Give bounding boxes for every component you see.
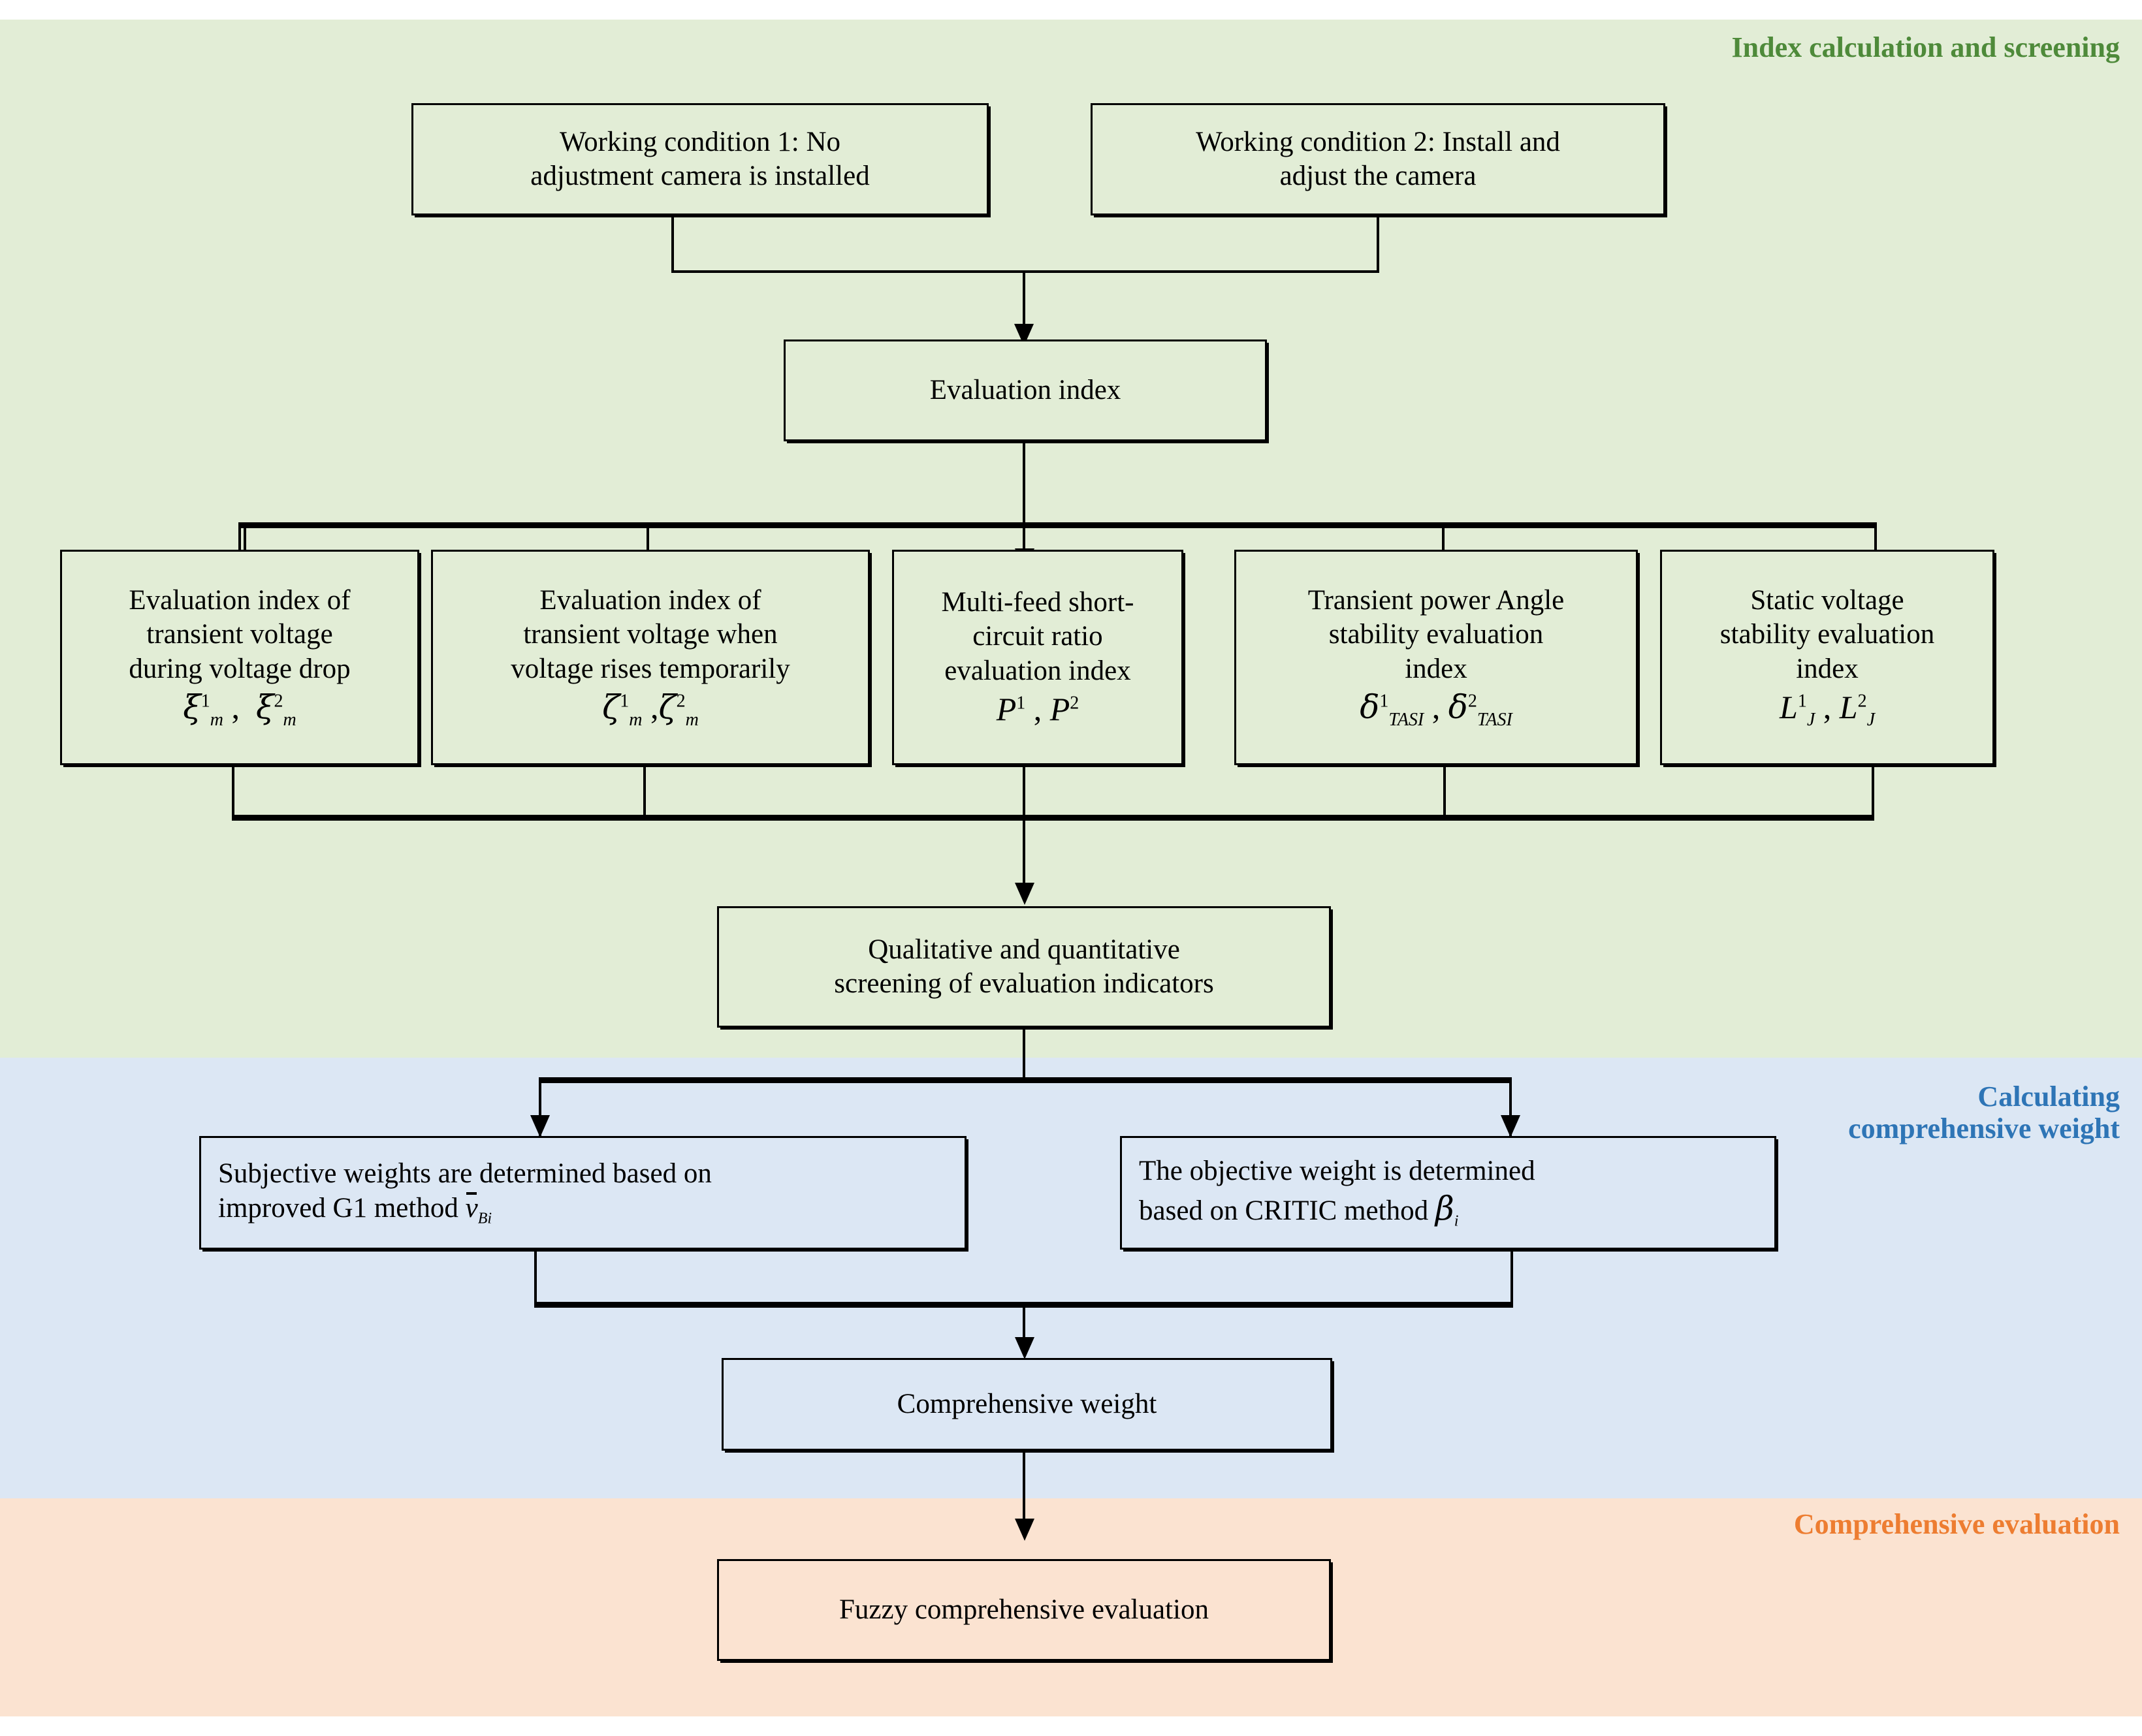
arrow-to-subjective-weight <box>530 1115 550 1137</box>
idx-scr-line3: evaluation index <box>944 655 1131 686</box>
node-working-condition-1[interactable]: Working condition 1: No adjustment camer… <box>411 103 989 215</box>
merge-bus <box>232 815 1874 821</box>
node-index-power-angle-stability[interactable]: Transient power Angle stability evaluati… <box>1234 550 1638 765</box>
weight-split-right <box>1509 1077 1512 1137</box>
node-index-static-voltage-stability[interactable]: Static voltage stability evaluation inde… <box>1660 550 1994 765</box>
connector-to-fuzzy-evaluation <box>1023 1451 1025 1536</box>
idx-rise-line2: transient voltage when <box>523 619 778 650</box>
connector-cond1-down <box>671 215 674 273</box>
idx-drop-line2: transient voltage <box>146 619 333 650</box>
merge-line-2 <box>643 765 646 819</box>
idx-static-line2: stability evaluation <box>1719 619 1935 650</box>
idx-angle-formula: δ1TASI , δ2TASI <box>1360 688 1512 731</box>
branch-line-5 <box>1874 522 1877 576</box>
subjective-weight-line2-text: improved G1 method <box>218 1192 466 1223</box>
idx-static-line1: Static voltage <box>1750 584 1904 616</box>
connector-merge-to-screening <box>1023 815 1025 898</box>
merge-line-1 <box>232 765 234 819</box>
screening-line1: Qualitative and quantitative <box>868 934 1180 965</box>
arrow-to-objective-weight <box>1501 1115 1520 1137</box>
connector-cond2-down <box>1377 215 1379 273</box>
screening-line2: screening of evaluation indicators <box>834 968 1214 999</box>
idx-scr-line1: Multi-feed short- <box>941 586 1134 618</box>
branch-line-3 <box>1023 522 1025 561</box>
subjective-weight-line2: improved G1 method vBi <box>218 1192 492 1227</box>
connector-to-comprehensive-weight <box>1023 1302 1025 1354</box>
weight-split-left <box>539 1077 541 1137</box>
working-condition-2-line2: adjust the camera <box>1279 161 1477 191</box>
idx-drop-formula: ξ1m , ξ2m <box>183 688 296 731</box>
idx-rise-line1: Evaluation index of <box>539 584 761 616</box>
comprehensive-weight-label: Comprehensive weight <box>897 1388 1157 1419</box>
distribution-bus <box>238 522 1876 528</box>
arrow-to-screening <box>1015 883 1034 905</box>
node-comprehensive-weight[interactable]: Comprehensive weight <box>722 1358 1332 1451</box>
band-label-calculating-weight: Calculating comprehensive weight <box>1848 1081 2120 1145</box>
band-index-calculation <box>0 20 2142 1058</box>
merge-line-4 <box>1443 765 1446 819</box>
idx-static-formula: L1J , L2J <box>1780 689 1875 731</box>
node-screening[interactable]: Qualitative and quantitative screening o… <box>717 906 1331 1028</box>
idx-static-line3: index <box>1796 653 1859 684</box>
weight-split-bus <box>539 1077 1512 1083</box>
idx-angle-line3: index <box>1405 653 1467 684</box>
objective-weight-down <box>1511 1250 1513 1306</box>
idx-drop-line3: during voltage drop <box>129 653 351 684</box>
working-condition-2-line1: Working condition 2: Install and <box>1196 126 1560 157</box>
idx-scr-formula: P1 , P2 <box>996 691 1079 728</box>
arrow-to-fuzzy-evaluation <box>1015 1519 1034 1541</box>
node-index-transient-voltage-rise[interactable]: Evaluation index of transient voltage wh… <box>431 550 870 765</box>
branch-drop-1 <box>244 522 246 572</box>
branch-line-2 <box>647 522 649 575</box>
connector-merge-to-evalindex <box>1023 270 1025 341</box>
node-objective-weight[interactable]: The objective weight is determined based… <box>1120 1136 1776 1250</box>
idx-rise-line3: voltage rises temporarily <box>511 653 790 684</box>
idx-scr-line2: circuit ratio <box>972 621 1103 652</box>
idx-angle-line2: stability evaluation <box>1328 619 1544 650</box>
node-fuzzy-comprehensive-evaluation[interactable]: Fuzzy comprehensive evaluation <box>717 1559 1331 1661</box>
objective-weight-line2: based on CRITIC method βi <box>1139 1189 1459 1230</box>
fuzzy-evaluation-label: Fuzzy comprehensive evaluation <box>839 1594 1209 1625</box>
working-condition-1-line2: adjustment camera is installed <box>530 161 870 191</box>
node-index-short-circuit-ratio[interactable]: Multi-feed short- circuit ratio evaluati… <box>892 550 1183 765</box>
arrow-to-comprehensive-weight <box>1015 1337 1034 1359</box>
band-label-comprehensive-evaluation: Comprehensive evaluation <box>1793 1508 2120 1540</box>
idx-angle-line1: Transient power Angle <box>1307 584 1565 616</box>
objective-weight-line1: The objective weight is determined <box>1139 1156 1535 1187</box>
node-evaluation-index[interactable]: Evaluation index <box>784 339 1267 441</box>
merge-line-3 <box>1023 765 1025 819</box>
objective-weight-line2-text: based on CRITIC method <box>1139 1195 1435 1226</box>
band-label-index-calculation: Index calculation and screening <box>1731 31 2120 63</box>
working-condition-1-line1: Working condition 1: No <box>559 126 841 157</box>
subjective-weight-down <box>534 1250 537 1306</box>
evaluation-index-label: Evaluation index <box>929 374 1121 405</box>
node-working-condition-2[interactable]: Working condition 2: Install and adjust … <box>1091 103 1665 215</box>
merge-line-5 <box>1872 765 1874 819</box>
subjective-weight-line1: Subjective weights are determined based … <box>218 1158 712 1190</box>
idx-drop-line1: Evaluation index of <box>129 584 351 616</box>
node-index-transient-voltage-drop[interactable]: Evaluation index of transient voltage du… <box>60 550 419 765</box>
connector-evalindex-down <box>1023 441 1025 526</box>
idx-rise-formula: ζ1m ,ζ2m <box>602 688 699 731</box>
connector-cond-merge-bar <box>671 270 1379 273</box>
connector-screening-down <box>1023 1028 1025 1082</box>
node-subjective-weight[interactable]: Subjective weights are determined based … <box>199 1136 967 1250</box>
